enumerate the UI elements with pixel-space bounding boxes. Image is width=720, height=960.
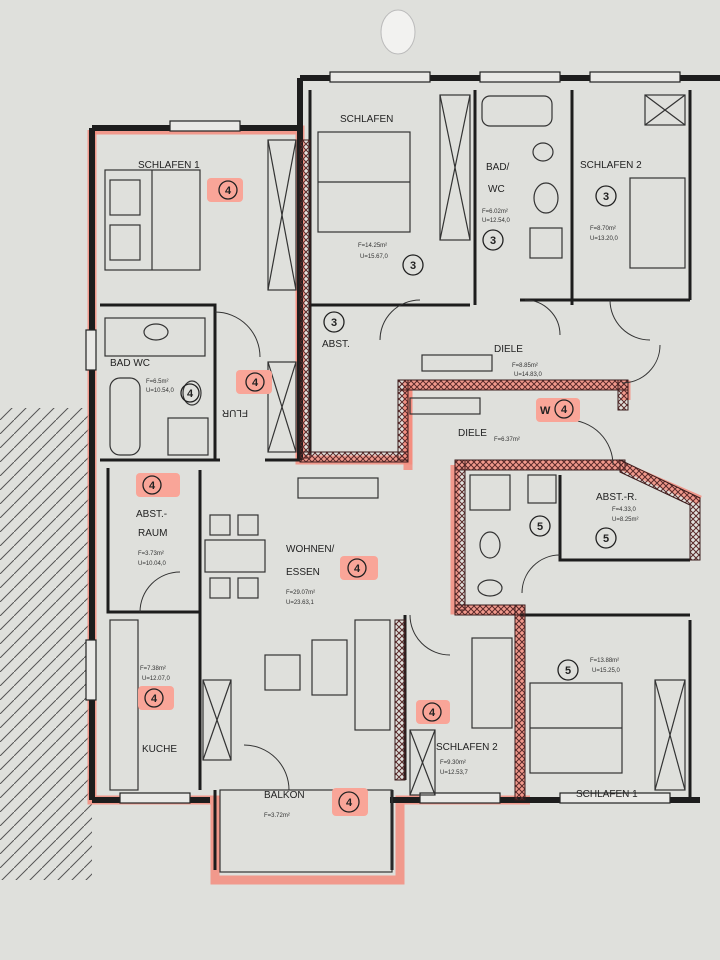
- windows: [85, 71, 681, 804]
- area-schlafen-top: F=14.25m²: [358, 243, 387, 249]
- perimeter-schlafen2-bottom: U=12.53,7: [440, 770, 469, 776]
- perimeter-abst-raum: U=10.04,0: [138, 561, 167, 567]
- perimeter-bad-wc-left: U=10.54,0: [146, 388, 175, 394]
- area-diele-mid: F=6.37m²: [494, 437, 520, 443]
- label-abst-r: ABST.-R.: [596, 492, 637, 503]
- area-diele-top: F=8.85m²: [512, 363, 538, 369]
- area-bad-wc-top: F=6.02m²: [482, 209, 508, 215]
- mark-w: W: [540, 405, 551, 417]
- badge-wohnen: 4: [354, 563, 361, 575]
- label-schlafen1-right: SCHLAFEN 1: [576, 789, 638, 800]
- label-wc-top: WC: [488, 184, 505, 195]
- perimeter-schlafen2-top: U=13.20,0: [590, 236, 619, 242]
- area-kueche: F=7.38m²: [140, 666, 166, 672]
- perimeter-bad-wc-top: U=12.54,0: [482, 218, 511, 224]
- label-wohnen-line1: WOHNEN/: [286, 544, 335, 555]
- label-schlafen2-top: SCHLAFEN 2: [580, 160, 642, 171]
- label-wohnen-line2: ESSEN: [286, 567, 320, 578]
- perimeter-kueche: U=12.07,0: [142, 676, 171, 682]
- badge-bad-wc-top: 3: [490, 235, 496, 247]
- area-abst-raum: F=3.73m²: [138, 551, 164, 557]
- badge-abst-raum: 4: [149, 480, 156, 492]
- badge-diele-mid: 4: [561, 404, 568, 416]
- label-abst-line1: ABST.-: [136, 509, 167, 520]
- badge-schlafen-top: 3: [410, 260, 416, 272]
- doors: [139, 299, 661, 791]
- area-schlafen1-right: F=13.88m²: [590, 658, 619, 664]
- badge-schlafen1-right: 5: [565, 665, 571, 677]
- label-abst-top: ABST.: [322, 339, 350, 350]
- label-bad-wc-left: BAD WC: [110, 358, 150, 369]
- punch-hole: [380, 9, 416, 55]
- perimeter-schlafen1-right: U=15.25,0: [592, 668, 621, 674]
- balcony-outline: [219, 789, 393, 873]
- area-abst-r: F=4.33,0: [612, 507, 637, 513]
- area-schlafen2-bottom: F=9.30m²: [440, 760, 466, 766]
- room-labels: SCHLAFEN 1 SCHLAFEN F=14.25m² U=15.67,0 …: [110, 114, 642, 819]
- room-badges: 4 3 3 3 3 4 4 W 4 4 4 5 5 5 4: [136, 178, 617, 816]
- label-kueche: KUCHE: [142, 744, 177, 755]
- badge-kueche: 4: [151, 693, 158, 705]
- perimeter-diele-top: U=14.83,0: [514, 372, 543, 378]
- area-schlafen2-top: F=8.70m²: [590, 226, 616, 232]
- label-bad-top: BAD/: [486, 162, 510, 173]
- label-diele-top: DIELE: [494, 344, 523, 355]
- hatched-exterior: [0, 408, 92, 880]
- area-bad-wc-left: F=6.5m²: [146, 379, 169, 385]
- badge-bath5: 5: [537, 521, 543, 533]
- badge-balkon: 4: [346, 797, 353, 809]
- label-diele-mid: DIELE: [458, 428, 487, 439]
- label-abst-line2: RAUM: [138, 528, 167, 539]
- perimeter-schlafen-top: U=15.67,0: [360, 254, 389, 260]
- badge-abst-r: 5: [603, 533, 609, 545]
- badge-schlafen2-top: 3: [603, 191, 609, 203]
- label-schlafen1-left: SCHLAFEN 1: [138, 160, 200, 171]
- area-wohnen: F=29.07m²: [286, 590, 315, 596]
- label-schlafen2-bottom: SCHLAFEN 2: [436, 742, 498, 753]
- badge-schlafen1-left: 4: [225, 185, 232, 197]
- area-balkon: F=3.72m²: [264, 813, 290, 819]
- perimeter-wohnen: U=23.63,1: [286, 600, 315, 606]
- furniture: [104, 94, 686, 796]
- label-schlafen-top: SCHLAFEN: [340, 114, 393, 125]
- perimeter-abst-r: U=8.25m²: [612, 517, 639, 523]
- badge-abst-top: 3: [331, 317, 337, 329]
- badge-bad-wc-left: 4: [187, 388, 194, 400]
- hatched-walls: [299, 139, 701, 801]
- badge-schlafen2-bottom: 4: [429, 707, 436, 719]
- label-flur: FLUR: [222, 407, 248, 418]
- badge-flur: 4: [252, 377, 259, 389]
- label-balkon: BALKON: [264, 790, 305, 801]
